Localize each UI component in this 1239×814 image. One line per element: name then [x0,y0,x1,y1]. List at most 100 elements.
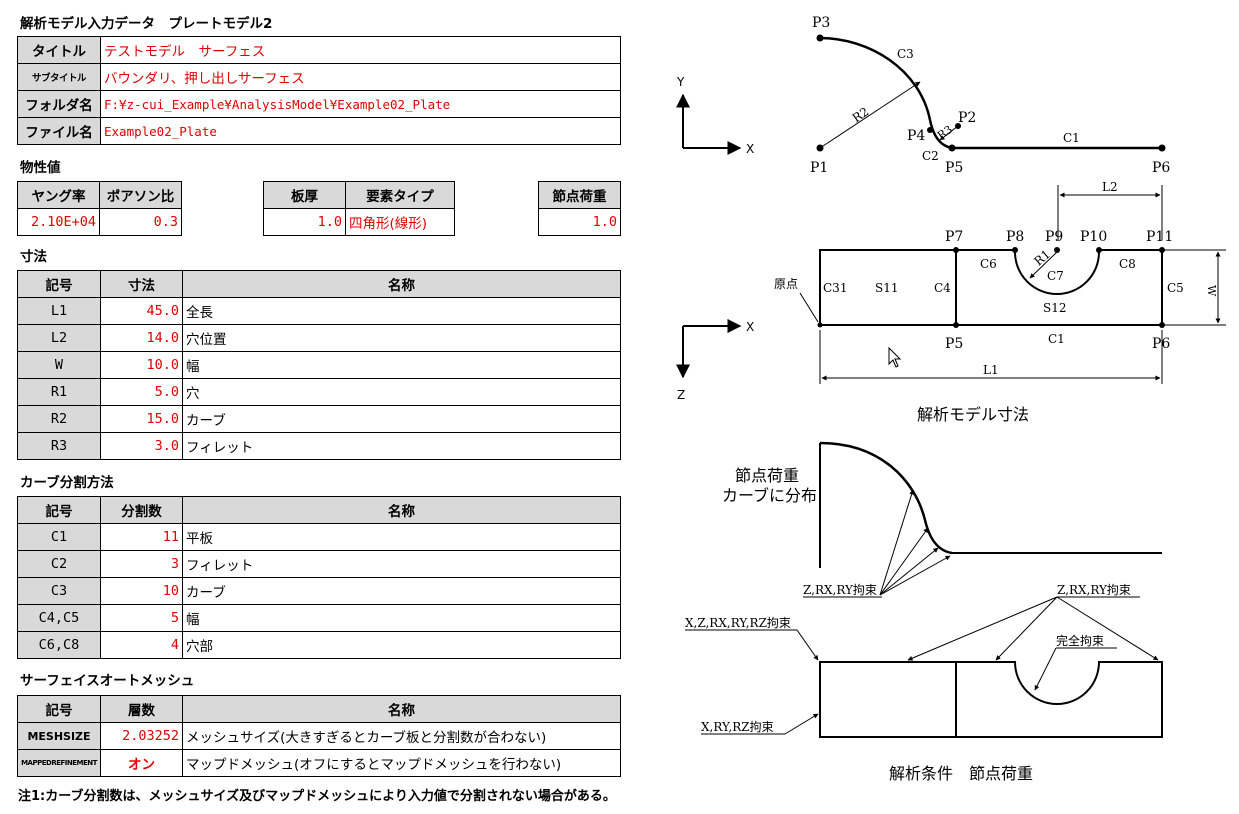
label-p11: P11 [1146,229,1173,245]
header-row-file: ファイル名 Example02_Plate [17,117,621,145]
dim-symbol: L1 [17,297,101,325]
table-row: W 10.0 幅 [17,351,621,379]
constraint-xz-arrow [796,629,819,661]
constraint-full-label: 完全拘束 [1056,633,1104,648]
constraint-full-arrow [1034,647,1057,691]
table-row: R3 3.0 フィレット [17,432,621,460]
label-p7: P7 [945,229,963,245]
mesh-value: 2.03252 [100,722,183,750]
point-p2 [955,123,961,129]
file-value: Example02_Plate [100,117,621,145]
header-row-folder: フォルダ名 F:¥z-cui_Example¥AnalysisModel¥Exa… [17,90,621,118]
constraint-xry-label: X,RY,RZ拘束 [701,720,774,734]
subtitle-label: サブタイトル [17,63,101,91]
cdiv-count: 11 [100,523,183,551]
table-row: C6,C8 4 穴部 [17,631,621,659]
point-p5 [948,144,956,152]
constraint-xz-label: X,Z,RX,RY,RZ拘束 [685,616,791,630]
dim-value: 10.0 [100,351,183,379]
table-row: R2 15.0 カーブ [17,405,621,433]
cdiv-name: 穴部 [182,631,621,659]
cdiv-name: 平板 [182,523,621,551]
folder-label: フォルダ名 [17,90,101,118]
point-p8 [1012,247,1018,253]
load-arrow-4 [879,555,951,596]
automesh-table: 記号 層数 名称 MESHSIZE 2.03252 メッシュサイズ(大きすぎると… [17,695,621,777]
label-c4: C4 [934,281,951,295]
cdiv-count: 4 [100,631,183,659]
label-p5: P5 [945,160,963,176]
label-c1: C1 [1063,131,1080,145]
label-c6: C6 [980,257,997,271]
load-curve-profile [819,441,953,555]
dimension-diagram: L2 P7 P8 P9 P10 P11 R1 C6 C7 C8 W 原点 C31… [676,180,1226,424]
constraint-arrow-1 [907,596,1058,661]
load-label-line1: 節点荷重 [735,466,799,485]
cdiv-header-symbol: 記号 [17,496,101,524]
cond-plate-outline [819,661,1163,738]
header-row-title: タイトル テストモデル サーフェス [17,36,621,64]
nodal-load-value: 1.0 [538,208,621,236]
table-row: MAPPEDREFINEMENT オン マップドメッシュ(オフにするとマップドメ… [17,749,621,777]
label-p2: P2 [958,110,976,126]
subtitle-value: バウンダリ、押し出しサーフェス [100,63,621,91]
point-p3 [816,34,824,42]
poisson-value: 0.3 [99,208,182,236]
condition-caption: 解析条件 節点荷重 [889,764,1033,783]
load-arrow-1 [879,489,915,596]
label-p8: P8 [1006,229,1024,245]
folder-value: F:¥z-cui_Example¥AnalysisModel¥Example02… [100,90,621,118]
thickness-value: 1.0 [263,208,346,236]
table-row: C1 11 平板 [17,523,621,551]
dim-symbol: R2 [17,405,101,433]
dimensions-table: 記号 寸法 名称 L1 45.0 全長 L2 14.0 穴位置 W 10.0 幅… [17,270,621,460]
point-p4 [927,127,933,133]
dim-name: フィレット [182,432,621,460]
cdiv-symbol: C6,C8 [17,631,101,659]
dim-header-value: 寸法 [100,270,183,298]
cdiv-header-name: 名称 [182,496,621,524]
header-row-subtitle: サブタイトル バウンダリ、押し出しサーフェス [17,63,621,91]
constraint-right-label: Z,RX,RY拘束 [1057,583,1131,597]
file-label: ファイル名 [17,117,101,145]
r1-radius-line [1029,251,1058,279]
dim-value: 14.0 [100,324,183,352]
table-row: MESHSIZE 2.03252 メッシュサイズ(大きすぎるとカーブ板と分割数が… [17,722,621,750]
point-origin [817,322,823,328]
material-table-load: 節点荷重 1.0 [538,181,621,236]
document-title: 解析モデル入力データ プレートモデル2 [20,16,273,32]
label-p3: P3 [812,15,830,31]
label-c8: C8 [1119,257,1136,271]
cdiv-symbol: C4,C5 [17,604,101,632]
mesh-header-name: 名称 [182,695,621,723]
label-c3: C3 [897,47,914,61]
dim-value: 15.0 [100,405,183,433]
title-value: テストモデル サーフェス [100,36,621,64]
load-arrow-2 [879,527,929,596]
material-section-title: 物性値 [20,160,61,176]
dim-value: 5.0 [100,378,183,406]
label-p6-b: P6 [1152,336,1170,352]
table-row: L1 45.0 全長 [17,297,621,325]
label-p5-b: P5 [945,336,963,352]
mesh-symbol: MESHSIZE [17,722,101,750]
footnote: 注1:カーブ分割数は、メッシュサイズ及びマップドメッシュにより入力値で分割されな… [18,789,616,804]
point-p5-b [953,322,959,328]
thickness-label: 板厚 [263,181,346,209]
table-row: C2 3 フィレット [17,550,621,578]
point-p11 [1159,247,1165,253]
cdiv-count: 5 [100,604,183,632]
dim-header-name: 名称 [182,270,621,298]
origin-leader [799,292,819,323]
label-p4: P4 [907,128,925,144]
header-table: タイトル テストモデル サーフェス サブタイトル バウンダリ、押し出しサーフェス… [17,36,621,145]
element-type-value: 四角形(線形) [345,208,455,236]
label-p6: P6 [1152,160,1170,176]
table-row: R1 5.0 穴 [17,378,621,406]
label-p1: P1 [810,160,828,176]
label-r1: R1 [1031,247,1053,268]
cdiv-symbol: C2 [17,550,101,578]
table-row: L2 14.0 穴位置 [17,324,621,352]
label-p9: P9 [1045,229,1063,245]
